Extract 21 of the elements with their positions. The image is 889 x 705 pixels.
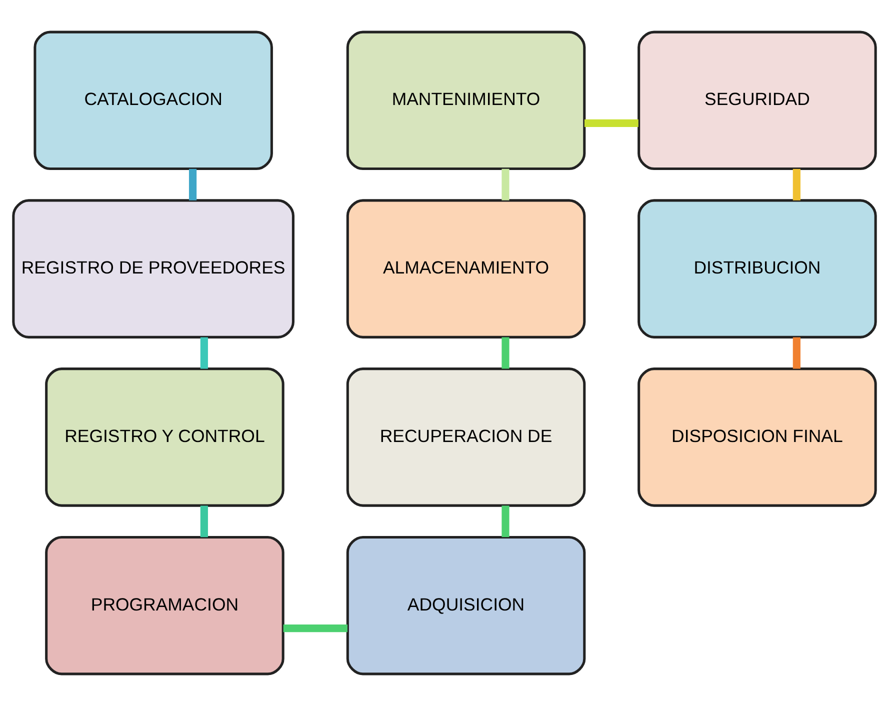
connector: [584, 118, 638, 127]
connector: [283, 624, 348, 632]
connector: [792, 336, 800, 368]
node-box: DISPOSICION FINAL: [638, 367, 877, 506]
node-box: ADQUISICION: [346, 535, 586, 675]
node-box: RECUPERACION DE: [346, 367, 586, 506]
connector: [502, 168, 510, 200]
connector: [200, 505, 208, 537]
node-box: DISTRIBUCION: [638, 198, 877, 338]
connector: [188, 168, 197, 200]
node-box: MANTENIMIENTO: [346, 30, 586, 170]
node-box: SEGURIDAD: [638, 30, 877, 170]
node-box: PROGRAMACION: [45, 535, 284, 675]
node-box: REGISTRO Y CONTROL: [45, 367, 284, 506]
connector: [502, 505, 510, 537]
connector: [502, 336, 510, 368]
connector: [792, 168, 800, 200]
node-box: REGISTRO DE PROVEEDORES: [12, 198, 294, 338]
connector: [200, 336, 208, 368]
node-box: ALMACENAMIENTO: [346, 198, 586, 338]
node-box: CATALOGACION: [34, 30, 273, 170]
